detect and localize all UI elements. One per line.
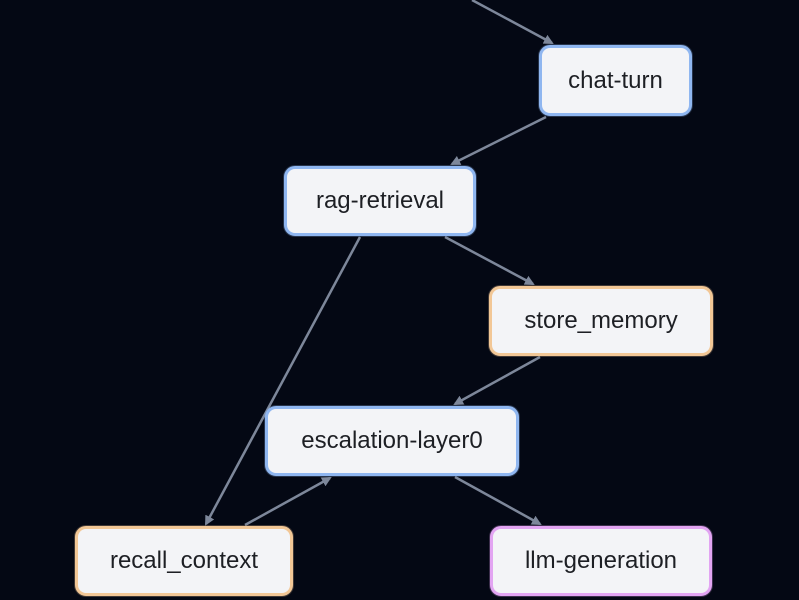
edge-escalation-layer0-to-llm-generation [454,475,542,526]
edge-recall-context-to-escalation-layer0 [244,476,332,527]
node-recall-context[interactable]: recall_context [75,526,293,596]
edge-store-memory-to-escalation-layer0 [453,355,541,406]
edge-rag-retrieval-to-recall-context [204,236,362,526]
edge-chat-turn-to-rag-retrieval [450,115,547,166]
node-llm-generation[interactable]: llm-generation [490,526,712,596]
node-escalation-layer0[interactable]: escalation-layer0 [265,406,519,476]
node-store-memory[interactable]: store_memory [489,286,713,356]
node-rag-retrieval[interactable]: rag-retrieval [284,166,476,236]
edge-offscreen-to-chat-turn [471,0,554,45]
node-chat-turn[interactable]: chat-turn [539,45,692,116]
edge-rag-retrieval-to-store-memory [444,235,535,286]
